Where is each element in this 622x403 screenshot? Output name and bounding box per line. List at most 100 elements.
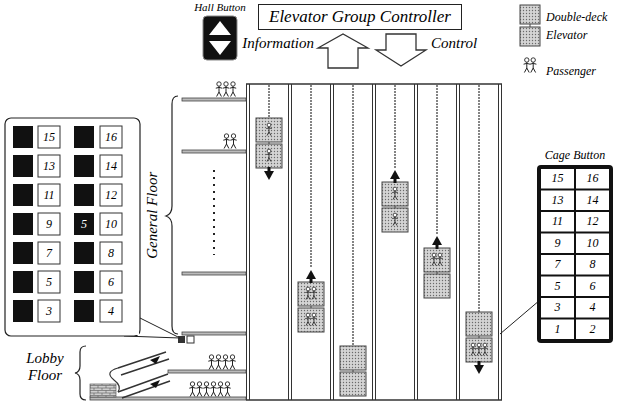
shaft-wall [330,84,331,400]
passenger-head [230,355,234,359]
cage-button [541,234,574,254]
building-top [246,83,502,85]
floor-key-dark [74,242,94,264]
cage-button-number: 15 [540,168,575,190]
passenger-figure [431,253,436,265]
passenger-body [524,62,530,72]
passenger-head [218,382,222,386]
floor-ledge [182,98,246,101]
floor-key [38,213,60,235]
floor-key [100,126,122,148]
cage-button-number: 7 [540,254,575,276]
cage-button [576,234,609,254]
cage-button-number: 3 [540,297,575,319]
floor-ledge [182,150,246,153]
node-text: Hall Button [190,1,250,13]
passenger-figure [230,82,236,97]
passenger-figure [482,343,487,355]
floor-key-dark [74,155,94,177]
upper-deck [298,282,324,306]
passenger-figure [223,134,229,149]
floor-key-dark [74,271,94,293]
shaft-wall [501,84,502,400]
passenger-figure [208,355,214,370]
hoist-rope [436,85,438,234]
floor-key-number: 8 [100,242,122,264]
passenger-head [267,123,271,127]
passenger-figure [266,123,271,135]
passenger-body [229,359,235,369]
upper-deck [256,118,282,142]
cage-button [576,191,609,211]
floor-key-number: 3 [38,300,60,322]
passenger-head [204,382,208,386]
passenger-body [196,386,202,396]
floor-key-number: 16 [100,126,122,148]
floor-key-dark [74,126,94,148]
floor-key [38,184,60,206]
passenger-body [203,386,209,396]
cage-panel-frame [537,165,613,343]
passenger-head [438,253,442,257]
hoist-rope [352,85,354,346]
floor-key [100,242,122,264]
floor-key-dark [13,271,33,293]
general-floor-bracket [166,96,178,334]
lobby-upper-floor [168,370,246,373]
deck-joint [311,306,312,308]
passenger-body [215,359,221,369]
cage-button [576,255,609,275]
cage-button-number: 6 [575,276,610,298]
passenger-figure [305,287,310,299]
escalator-upper [118,352,169,375]
passenger-body [266,153,271,162]
direction-arrow-shaft [394,177,397,183]
passenger-body [223,86,229,96]
floor-key-dark [74,300,94,322]
passenger-head [477,343,481,347]
escalator-arrow [150,356,160,388]
floor-key [38,126,60,148]
passenger-head [217,82,221,86]
shaft-wall [333,84,334,400]
node-text: Cage Button [532,148,618,163]
control-arrows [318,34,426,68]
node-text: Elevator Group Controller [269,7,451,27]
floor-key-dark [13,184,33,206]
passenger-head [393,187,397,191]
lower-deck [382,208,408,232]
passenger-figure [524,58,530,73]
floor-key [100,184,122,206]
passenger-head [312,313,316,317]
legend-deck-sample [520,27,540,46]
lower-deck [298,308,324,332]
passenger-figure [230,134,236,149]
passenger-body [392,191,397,200]
passenger-figure [311,287,316,299]
passenger-body [189,386,195,396]
passenger-head [306,313,310,317]
cage-button-panel: Cage Button [532,148,618,163]
passenger-figure [222,355,228,370]
passenger-figure [305,313,310,325]
passenger-figure [203,382,209,397]
floor-key [38,155,60,177]
direction-arrow-shaft [478,361,481,367]
floor-key-number: 13 [38,155,60,177]
passenger-head [224,134,228,138]
cage-button [541,298,574,318]
legend-deck-joint [530,24,531,27]
floor-key-dark [13,126,33,148]
lower-deck [466,338,492,362]
passenger-body [208,359,214,369]
passenger-head [209,355,213,359]
floor-key-number: 12 [100,184,122,206]
hoist-rope [310,85,312,268]
control-arrow [376,34,426,66]
legend-samples [520,5,540,73]
passenger-body [230,138,236,148]
cage-button [541,169,574,189]
cage-button [541,277,574,297]
cage-button [576,277,609,297]
passenger-body [431,257,436,266]
